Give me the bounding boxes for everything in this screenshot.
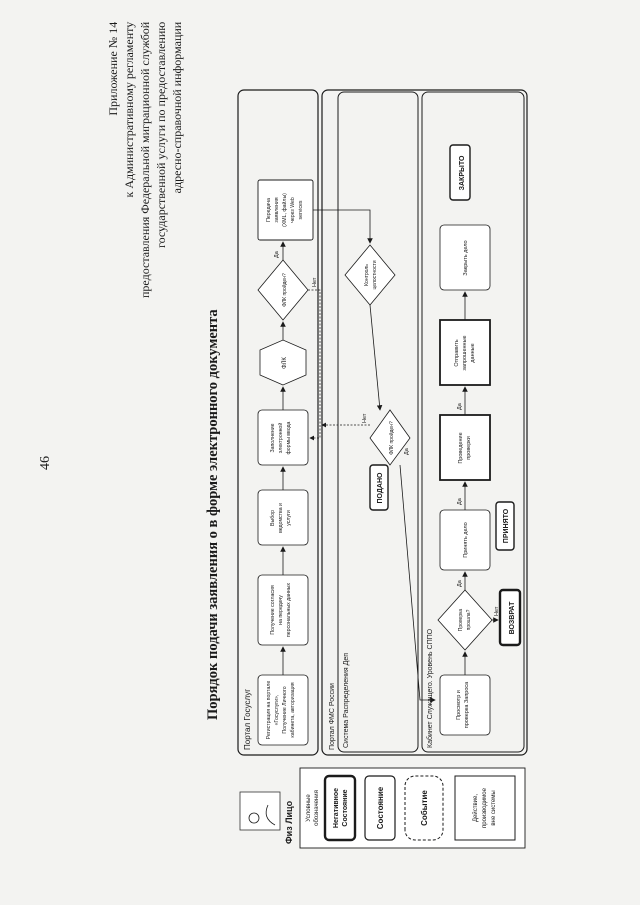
node-flk2-text: ФЛК пройден? — [388, 421, 395, 455]
node-perform-check — [440, 415, 490, 480]
node-check-text: прошла? — [466, 609, 472, 630]
node-select-text: ведомства и — [278, 503, 284, 533]
actor-area: Физ Лицо — [240, 792, 294, 844]
node-transfer-text: заявления — [274, 197, 280, 222]
node-select-text: услуги — [286, 510, 292, 526]
node-check-text: Проверка — [458, 609, 464, 632]
header-line: государственной услуги по предоставлению — [153, 22, 169, 298]
legend-action-label: Действие, — [472, 794, 479, 822]
node-select-text: Выбор — [270, 510, 276, 526]
node-transfer-text: Передача — [266, 198, 272, 222]
page-number: 46 — [38, 456, 54, 470]
legend-title-line: обозначения — [314, 790, 320, 826]
node-integrity-text: целостности — [372, 260, 378, 289]
legend-negative-label: Негативное — [333, 788, 340, 828]
node-registration-text: Получение Личного — [282, 686, 288, 733]
node-integrity-text: Контроль — [364, 264, 370, 286]
legend: Условные обозначения Негативное Состояни… — [300, 768, 525, 848]
node-perform-text: Проведение — [458, 432, 464, 463]
edge-yes-label: Да — [457, 497, 463, 505]
node-view-text: Просмотр и — [456, 690, 462, 720]
node-view-text: проверка Запроса — [464, 681, 470, 728]
node-transfer-text: (XML, файлы) — [281, 193, 288, 227]
node-integrity — [345, 245, 395, 305]
node-check-decision — [438, 590, 492, 650]
node-flk-decision-text: ФЛК пройден? — [281, 273, 288, 307]
lane-sr — [338, 92, 418, 752]
state-returned-label: ВОЗВРАТ — [509, 601, 516, 635]
header-line: Приложение № 14 — [105, 22, 121, 298]
legend-action-label: вне системы — [491, 790, 497, 825]
node-registration-text: кабинета, авторизация — [290, 682, 296, 737]
node-send-text: запрошенные — [462, 335, 468, 370]
edge-no-label: Нет — [312, 277, 318, 287]
state-submitted-label: ПОДАНО — [377, 472, 384, 503]
legend-title-line: Условные — [306, 794, 312, 822]
node-flk-text: ФЛК — [282, 357, 288, 369]
node-consent-text: на передачу — [278, 595, 284, 625]
legend-action-label: производимое — [482, 787, 488, 828]
node-transfer-text: через Web — [290, 197, 296, 223]
edge-no-label: Нет — [494, 606, 500, 616]
header-line: к Административному регламенту — [121, 22, 137, 298]
edge-no-label: Нет — [362, 413, 368, 423]
state-accepted-label: ПРИНЯТО — [503, 508, 510, 543]
node-registration-text: «Госуслуги», — [274, 695, 280, 726]
node-send-text: Отправить — [454, 339, 460, 366]
edge-yes-label: Да — [274, 250, 280, 258]
legend-negative-label: Состояние — [342, 789, 349, 826]
edge-yes-label: Да — [457, 402, 463, 410]
diagram-title: Порядок подачи заявления о в форме элект… — [205, 309, 222, 720]
node-fill-text: формы ввода — [286, 421, 292, 454]
node-transfer-text: services — [298, 200, 304, 219]
edge-yes-label: Да — [404, 447, 410, 455]
header-line: адресно-справочной информации — [169, 22, 185, 298]
node-fill-text: электронной — [277, 423, 284, 454]
node-consent-text: персональных данных — [286, 583, 292, 638]
node-send-text: данные — [470, 343, 476, 362]
lane-portal-label: Портал Госуслуг — [243, 689, 252, 750]
lane-cabinet-label: Кабинет Служащего. Уровень СППО — [426, 628, 434, 748]
header-line: предоставления Федеральной миграционной … — [137, 22, 153, 298]
lane-sr-label: Система Распределения Деп — [343, 653, 350, 748]
node-consent-text: Получение согласия — [270, 585, 276, 635]
node-perform-text: проверки — [466, 436, 472, 460]
process-diagram: Физ Лицо Условные обозначения Негативное… — [230, 70, 530, 850]
node-accept-text: Принять дело — [463, 522, 469, 557]
lane-fms-label: Портал ФМС России — [329, 683, 336, 750]
legend-negative-shape — [325, 776, 355, 840]
edge-yes-label: Да — [457, 579, 463, 587]
state-closed-label: ЗАКРЫТО — [459, 155, 466, 190]
lane-fms — [322, 90, 527, 755]
actor-label: Физ Лицо — [284, 800, 294, 844]
node-close-text: Закрыть дело — [463, 240, 469, 275]
node-registration-text: Регистрация на портале — [266, 681, 272, 740]
legend-event-label: Событие — [420, 790, 429, 826]
appendix-header: Приложение № 14 к Административному регл… — [105, 22, 185, 298]
node-fill-text: Заполнение — [270, 423, 276, 452]
legend-state-label: Состояние — [376, 786, 385, 829]
